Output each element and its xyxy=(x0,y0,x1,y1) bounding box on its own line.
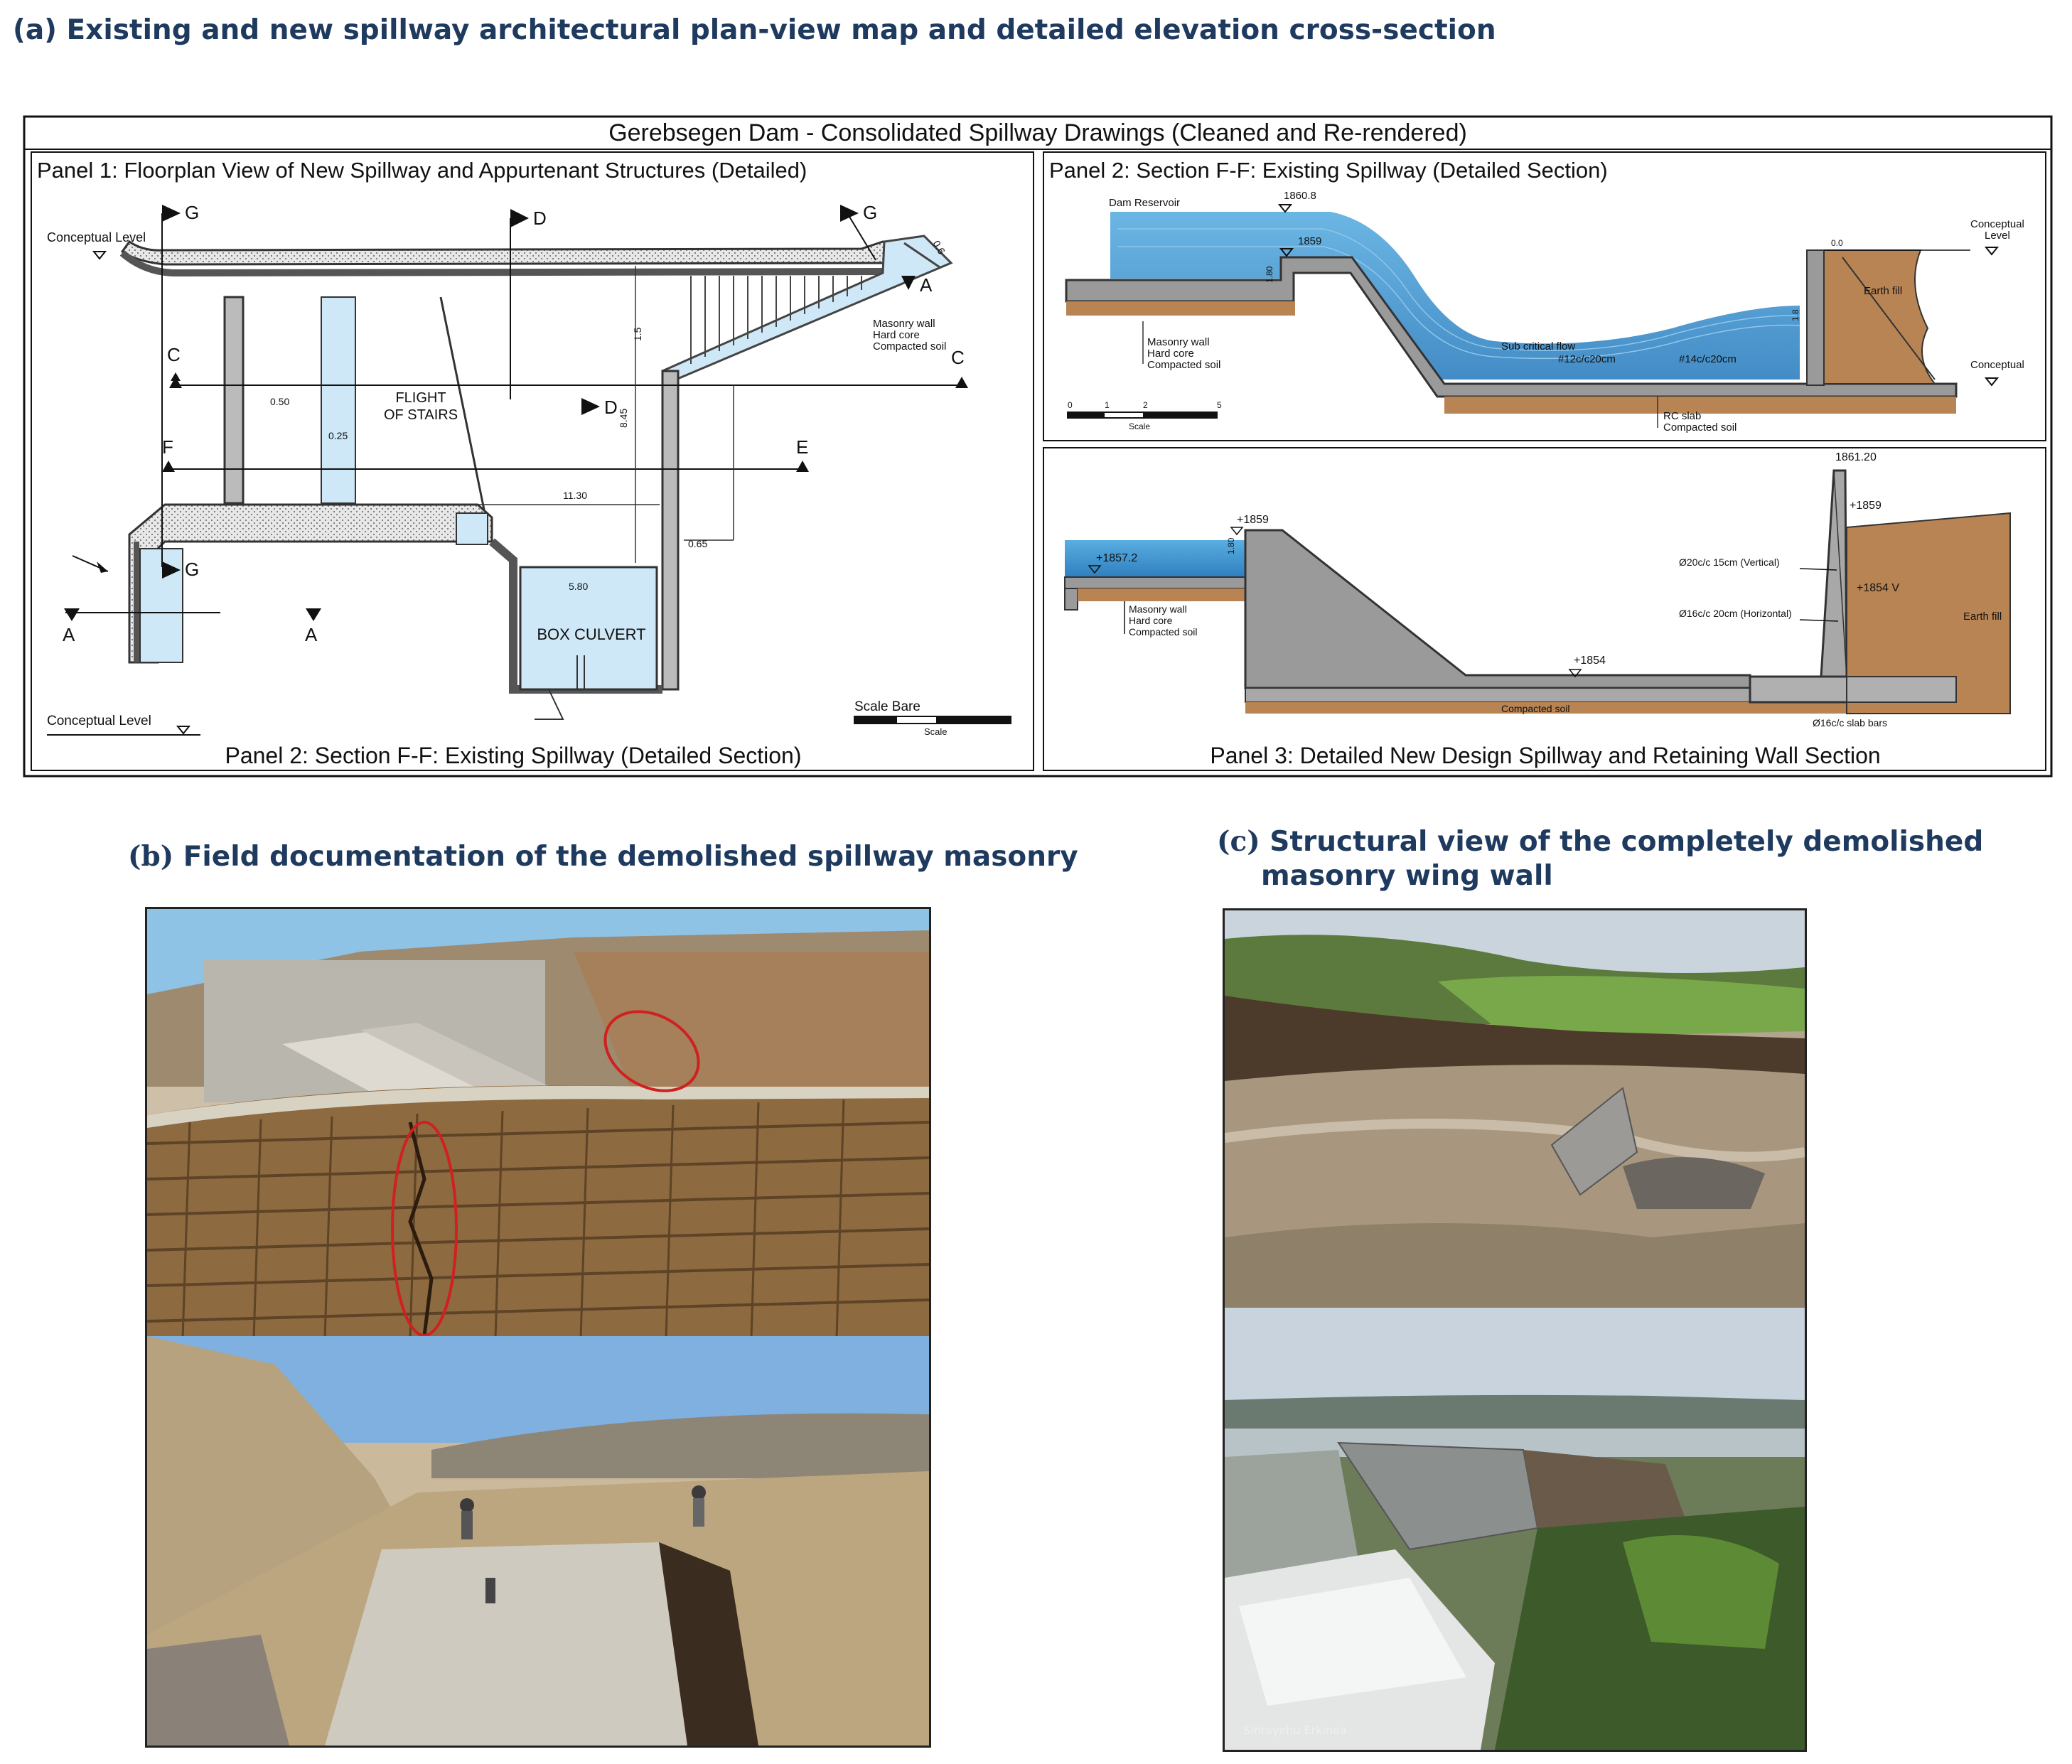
masonry-wall-p1: Masonry wall xyxy=(873,318,935,330)
conceptual-level-bottom: Conceptual Level xyxy=(47,714,151,728)
rebar-12: #12c/c20cm xyxy=(1558,353,1616,365)
el-18572: +1857.2 xyxy=(1096,552,1137,564)
rebar-slab: Ø16c/c slab bars xyxy=(1813,717,1887,728)
conceptual-level-top: Conceptual Level xyxy=(47,230,146,244)
dim-065: 0.65 xyxy=(688,538,707,549)
caption-c-line2: masonry wing wall xyxy=(1261,860,1553,892)
dam-reservoir-label: Dam Reservoir xyxy=(1109,197,1180,209)
box-culvert-label: BOX CULVERT xyxy=(537,625,645,643)
compacted-soil-p3: Compacted soil xyxy=(1129,626,1198,638)
hard-core-p1: Hard core xyxy=(873,329,920,341)
section-d-mid: D xyxy=(604,397,618,418)
dim-025: 0.25 xyxy=(328,430,348,441)
caption-c: (c) Structural view of the completely de… xyxy=(1217,824,1983,893)
caption-b-text: Field documentation of the demolished sp… xyxy=(183,841,1078,873)
dim-15: 1.5 xyxy=(632,327,643,341)
panel2-header: Panel 2: Section F-F: Existing Spillway … xyxy=(1049,158,1608,183)
caption-b-label: (b) xyxy=(128,840,174,873)
earth-fill-p3: Earth fill xyxy=(1963,611,2002,623)
masonry-wall-photo xyxy=(147,909,929,1338)
compacted-soil-p1: Compacted soil xyxy=(873,340,946,353)
section-g-right: G xyxy=(863,202,877,223)
scale-bar-label: Scale Bare xyxy=(854,699,920,714)
rc-slab-label: RC slab xyxy=(1663,410,1701,422)
el-186120: 1861.20 xyxy=(1835,451,1877,463)
flight-of-stairs-1: FLIGHT xyxy=(395,390,446,406)
scale-tick-1: 1 xyxy=(1105,400,1110,410)
el-18608: 1860.8 xyxy=(1284,190,1316,202)
dim-050: 0.50 xyxy=(270,396,289,407)
photo-c-watermark: Sintayehu Erkinea xyxy=(1243,1723,1347,1737)
section-a-right-bottom: A xyxy=(305,624,318,645)
scale-tick-2: 2 xyxy=(1143,400,1148,410)
el-1854v: +1854 V xyxy=(1857,582,1899,594)
el-1859-wall: +1859 xyxy=(1850,500,1882,512)
panel-new-design-section: Panel 3: Detailed New Design Spillway an… xyxy=(1043,447,2046,771)
el-1859-p2: 1859 xyxy=(1298,235,1321,247)
section-g-top: G xyxy=(185,202,199,223)
section-f-left: F xyxy=(162,436,173,458)
rebar-14: #14c/c20cm xyxy=(1679,353,1736,365)
panel3-footer: Panel 3: Detailed New Design Spillway an… xyxy=(1210,743,1880,768)
hard-core-p2: Hard core xyxy=(1147,348,1194,360)
section-g-bottom: G xyxy=(185,559,199,580)
rebar-vertical: Ø20c/c 15cm (Vertical) xyxy=(1679,556,1780,568)
rebar-horizontal: Ø16c/c 20cm (Horizontal) xyxy=(1679,608,1792,619)
section-a-right: A xyxy=(920,274,933,296)
caption-c-label: (c) xyxy=(1217,825,1260,858)
conceptual-level-p2-2: Level xyxy=(1985,230,2010,242)
hard-core-p3: Hard core xyxy=(1129,615,1173,626)
el-1859-crest: +1859 xyxy=(1237,514,1269,526)
dim-18: 1.8 xyxy=(1791,309,1800,321)
compacted-soil-p2: Compacted soil xyxy=(1147,359,1220,371)
section-d-top: D xyxy=(533,208,547,229)
photo-b-masonry-crack xyxy=(145,907,931,1340)
conceptual-level-p2-1: Conceptual xyxy=(1970,218,2024,230)
photo-c-reservoir: Sintayehu Erkinea xyxy=(1223,1308,1807,1752)
masonry-wall-p3: Masonry wall xyxy=(1129,603,1187,615)
scale-label-p2: Scale xyxy=(1129,421,1150,431)
dim-845: 8.45 xyxy=(618,409,629,428)
dim-00: 0.0 xyxy=(1831,238,1843,248)
caption-b: (b) Field documentation of the demolishe… xyxy=(128,840,1078,873)
scale-tick-5: 5 xyxy=(1217,400,1222,410)
panel1-header: Panel 1: Floorplan View of New Spillway … xyxy=(37,158,807,183)
el-1854: +1854 xyxy=(1574,655,1606,667)
caption-a: (a) Existing and new spillway architectu… xyxy=(13,14,1496,46)
dim-580: 5.80 xyxy=(569,581,588,592)
panel-existing-section: Panel 2: Section F-F: Existing Spillway … xyxy=(1043,151,2046,441)
compacted-soil2-p2: Compacted soil xyxy=(1663,421,1736,434)
photo-b-spillway-channel xyxy=(145,1336,931,1748)
conceptual-p2-b: Conceptual xyxy=(1970,359,2024,371)
flight-of-stairs-2: OF STAIRS xyxy=(384,407,458,423)
panel1-footer: Panel 2: Section F-F: Existing Spillway … xyxy=(225,743,801,768)
section-c-left: C xyxy=(167,344,181,365)
caption-c-line1: Structural view of the completely demoli… xyxy=(1269,826,1984,858)
earth-fill-p2: Earth fill xyxy=(1864,285,1902,297)
panel-floorplan: Panel 1: Floorplan View of New Spillway … xyxy=(31,151,1034,771)
scale-tick-0: 0 xyxy=(1068,400,1073,410)
reservoir-spillway-photo: Sintayehu Erkinea xyxy=(1225,1308,1805,1750)
dim-1130: 11.30 xyxy=(563,490,587,501)
section-a-left: A xyxy=(63,624,75,645)
compacted-soil-base: Compacted soil xyxy=(1501,703,1570,714)
drawing-title: Gerebsegen Dam - Consolidated Spillway D… xyxy=(608,119,1467,146)
scale-label-p1: Scale xyxy=(924,726,948,737)
photo-c-flood xyxy=(1223,908,1807,1312)
spillway-drawing: Gerebsegen Dam - Consolidated Spillway D… xyxy=(23,115,2053,778)
flood-wing-wall-photo xyxy=(1225,910,1805,1310)
spillway-channel-photo xyxy=(147,1336,929,1746)
section-c-right: C xyxy=(951,347,965,368)
dim-180-p2: 1.80 xyxy=(1265,266,1274,283)
sub-critical-label: Sub critical flow xyxy=(1501,340,1575,353)
dim-180-p3: 1.80 xyxy=(1226,537,1236,554)
masonry-wall-p2: Masonry wall xyxy=(1147,336,1210,348)
section-e-right: E xyxy=(796,436,808,458)
